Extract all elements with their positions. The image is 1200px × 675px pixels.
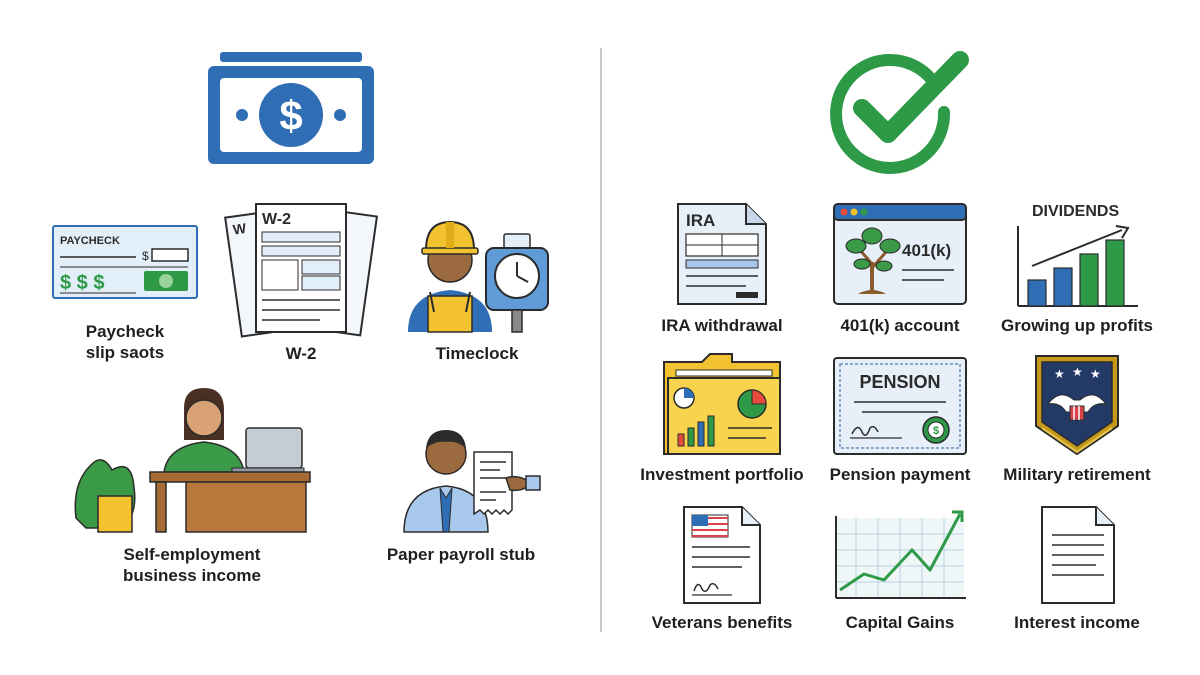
timeclock-label: Timeclock xyxy=(412,343,542,364)
pension-certificate-icon: PENSION $ xyxy=(832,356,968,456)
svg-text:$: $ xyxy=(279,92,302,139)
paycheck-label-line-1: Paycheck xyxy=(85,322,165,341)
growing-up-profits-label-text: Growing up profits xyxy=(1000,316,1154,335)
ira-document-icon: IRA xyxy=(676,202,768,306)
401k-icon-text: 401(k) xyxy=(902,241,951,260)
capital-gains-chart-icon xyxy=(834,508,968,600)
svg-text:★: ★ xyxy=(1072,365,1083,379)
paper-payroll-stub-label-line-1: Paper payroll stub xyxy=(386,545,536,564)
self-employment-label-line-2: business income xyxy=(123,566,261,585)
veterans-document-icon xyxy=(682,505,762,605)
svg-text:W: W xyxy=(232,220,248,238)
home-office-icon xyxy=(72,388,312,534)
svg-text:★: ★ xyxy=(1054,367,1065,381)
timeclock-label-line-1: Timeclock xyxy=(435,344,519,363)
w2-label-line-1: W-2 xyxy=(285,344,317,363)
w2-forms-icon: W W-2 xyxy=(224,198,379,340)
center-divider xyxy=(600,48,602,632)
dividends-icon-text: DIVIDENDS xyxy=(1032,203,1119,220)
paycheck-label-line-2: slip saots xyxy=(85,343,165,362)
svg-text:$: $ xyxy=(142,249,149,263)
check-circle-icon xyxy=(830,50,969,174)
interest-income-label: Interest income xyxy=(1002,612,1152,633)
ira-withdrawal-label-text: IRA withdrawal xyxy=(661,316,783,335)
self-employment-label: Self-employment business income xyxy=(102,544,282,586)
pension-icon-text: PENSION xyxy=(859,372,940,392)
military-eagle-badge-icon: ★ ★ ★ xyxy=(1034,354,1120,456)
investment-portfolio-label: Investment portfolio xyxy=(632,464,812,485)
growing-up-profits-label: Growing up profits xyxy=(997,315,1157,336)
interest-income-label-text: Interest income xyxy=(1014,613,1140,632)
veterans-benefits-label-text: Veterans benefits xyxy=(651,613,793,632)
timeclock-worker-icon xyxy=(404,216,550,334)
svg-text:★: ★ xyxy=(1090,367,1101,381)
w2-icon-text: W-2 xyxy=(262,211,291,228)
interest-document-icon xyxy=(1040,505,1116,605)
paycheck-icon-text: PAYCHECK xyxy=(60,235,120,247)
401k-tree-icon: 401(k) xyxy=(832,202,968,306)
w2-label: W-2 xyxy=(236,343,366,364)
ira-icon-text: IRA xyxy=(686,211,715,230)
ira-withdrawal-label: IRA withdrawal xyxy=(647,315,797,336)
dividends-chart-icon: DIVIDENDS xyxy=(1012,198,1142,308)
dollar-bill-icon: $ xyxy=(206,52,376,166)
capital-gains-label: Capital Gains xyxy=(825,612,975,633)
401k-account-label-text: 401(k) account xyxy=(840,316,960,335)
capital-gains-label-text: Capital Gains xyxy=(845,613,955,632)
portfolio-folder-icon xyxy=(662,352,782,456)
veterans-benefits-label: Veterans benefits xyxy=(647,612,797,633)
self-employment-label-line-1: Self-employment xyxy=(123,545,261,564)
svg-text:$ $ $: $ $ $ xyxy=(60,272,104,294)
paper-payroll-stub-label: Paper payroll stub xyxy=(376,544,546,565)
military-retirement-label-text: Military retirement xyxy=(1003,465,1151,484)
pension-payment-label-text: Pension payment xyxy=(829,465,971,484)
pension-payment-label: Pension payment xyxy=(820,464,980,485)
investment-portfolio-label-text: Investment portfolio xyxy=(640,465,804,484)
military-retirement-label: Military retirement xyxy=(997,464,1157,485)
svg-text:$: $ xyxy=(933,425,939,437)
paycheck-icon: PAYCHECK $ $ $ $ xyxy=(52,225,198,299)
401k-account-label: 401(k) account xyxy=(825,315,975,336)
paycheck-label: Paycheck slip saots xyxy=(55,321,195,363)
payroll-stub-icon xyxy=(400,418,541,533)
